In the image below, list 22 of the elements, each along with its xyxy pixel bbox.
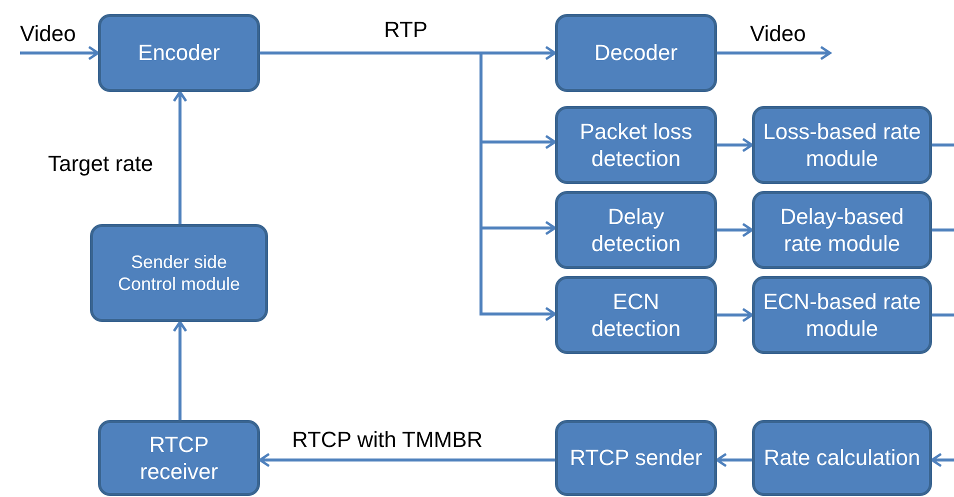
- arrow: [172, 90, 188, 224]
- process-box: RTCP receiver: [98, 420, 260, 496]
- arrow: [717, 138, 754, 152]
- process-box: RTCP sender: [555, 420, 717, 496]
- arrow: [717, 308, 754, 322]
- arrow: [716, 452, 752, 468]
- arrow: [717, 222, 754, 238]
- process-box: Sender side Control module: [90, 224, 268, 322]
- process-box: Rate calculation: [752, 420, 932, 496]
- arrow: [930, 452, 954, 468]
- process-box: Delay detection: [555, 191, 717, 269]
- process-box: ECN-based rate module: [752, 276, 932, 354]
- process-box: Encoder: [98, 14, 260, 92]
- process-box: Loss-based rate module: [752, 106, 932, 184]
- process-box: Delay-based rate module: [752, 191, 932, 269]
- process-box: ECN detection: [555, 276, 717, 354]
- process-box: Decoder: [555, 14, 717, 92]
- arrow: [20, 46, 100, 60]
- arrow: [172, 320, 188, 420]
- arrow: [258, 452, 555, 468]
- arrow: [717, 46, 832, 60]
- process-box: Packet loss detection: [555, 106, 717, 184]
